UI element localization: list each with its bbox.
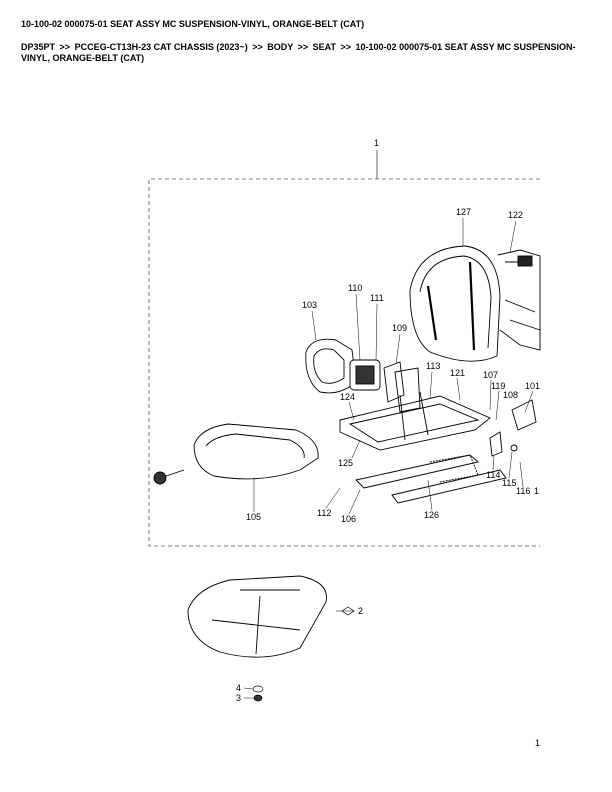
callout-112[interactable]: 112 [317,508,331,518]
page-title: 10-100-02 000075-01 SEAT ASSY MC SUSPENS… [21,19,365,29]
lever-part[interactable] [489,399,537,457]
callout-125[interactable]: 125 [338,458,353,468]
armrest-part[interactable] [305,338,357,394]
callout-1[interactable]: 1 [374,138,379,148]
callout-101[interactable]: 101 [525,381,540,391]
cushion-foam-part[interactable] [187,575,327,658]
breadcrumb-separator: >> [59,42,71,52]
callout-2[interactable]: 2 [358,606,363,616]
callout-labels: 1 127 122 103 110 111 109 113 121 107 11… [236,138,540,703]
callout-111[interactable]: 111 [370,293,384,303]
breadcrumb: DP35PT >> PCCEG-CT13H-23 CAT CHASSIS (20… [21,42,601,64]
breadcrumb-separator: >> [252,42,263,52]
callout-126[interactable]: 126 [424,510,439,520]
knob-part[interactable] [153,469,185,485]
page-number: 1 [535,738,541,748]
recliner-mechanism-part[interactable] [349,359,421,413]
callout-124[interactable]: 124 [340,392,355,402]
breadcrumb-chassis[interactable]: PCCEG-CT13H-23 CAT CHASSIS (2023~) [74,42,248,52]
callout-113[interactable]: 113 [426,361,440,371]
breadcrumb-current: 10-100-02 000075-01 SEAT ASSY MC SUSPENS… [21,42,576,63]
callout-115[interactable]: 115 [502,478,516,488]
callout-3[interactable]: 3 [236,693,241,703]
callout-109[interactable]: 109 [392,323,407,333]
callout-116[interactable]: 116 [516,486,530,496]
callout-121[interactable]: 121 [450,368,465,378]
callout-119[interactable]: 119 [491,381,505,391]
breadcrumb-body[interactable]: BODY [267,42,294,52]
seat-back-frame-part[interactable] [497,249,541,351]
leader-lines [243,218,534,699]
assembly-boundary [148,178,540,547]
callout-103[interactable]: 103 [302,300,317,310]
slide-rail-part[interactable] [355,454,507,504]
callout-127[interactable]: 127 [456,207,471,217]
callout-106[interactable]: 106 [341,514,356,524]
breadcrumb-seat[interactable]: SEAT [312,42,336,52]
callout-108[interactable]: 108 [503,390,518,400]
seat-back-part[interactable] [409,245,501,362]
callout-122[interactable]: 122 [508,210,523,220]
callout-105[interactable]: 105 [246,512,261,522]
callout-110[interactable]: 110 [348,283,362,293]
breadcrumb-model[interactable]: DP35PT [21,42,56,52]
callout-107[interactable]: 107 [483,370,498,380]
callout-4[interactable]: 4 [236,683,241,693]
breadcrumb-separator: >> [297,42,309,52]
fastener-part[interactable] [252,685,264,702]
seat-base-frame-part[interactable] [339,391,491,451]
breadcrumb-separator: >> [340,42,352,52]
callout-116-cut[interactable]: 1 [534,486,539,496]
seat-cushion-part[interactable] [193,423,319,480]
callout-114[interactable]: 114 [486,470,500,480]
